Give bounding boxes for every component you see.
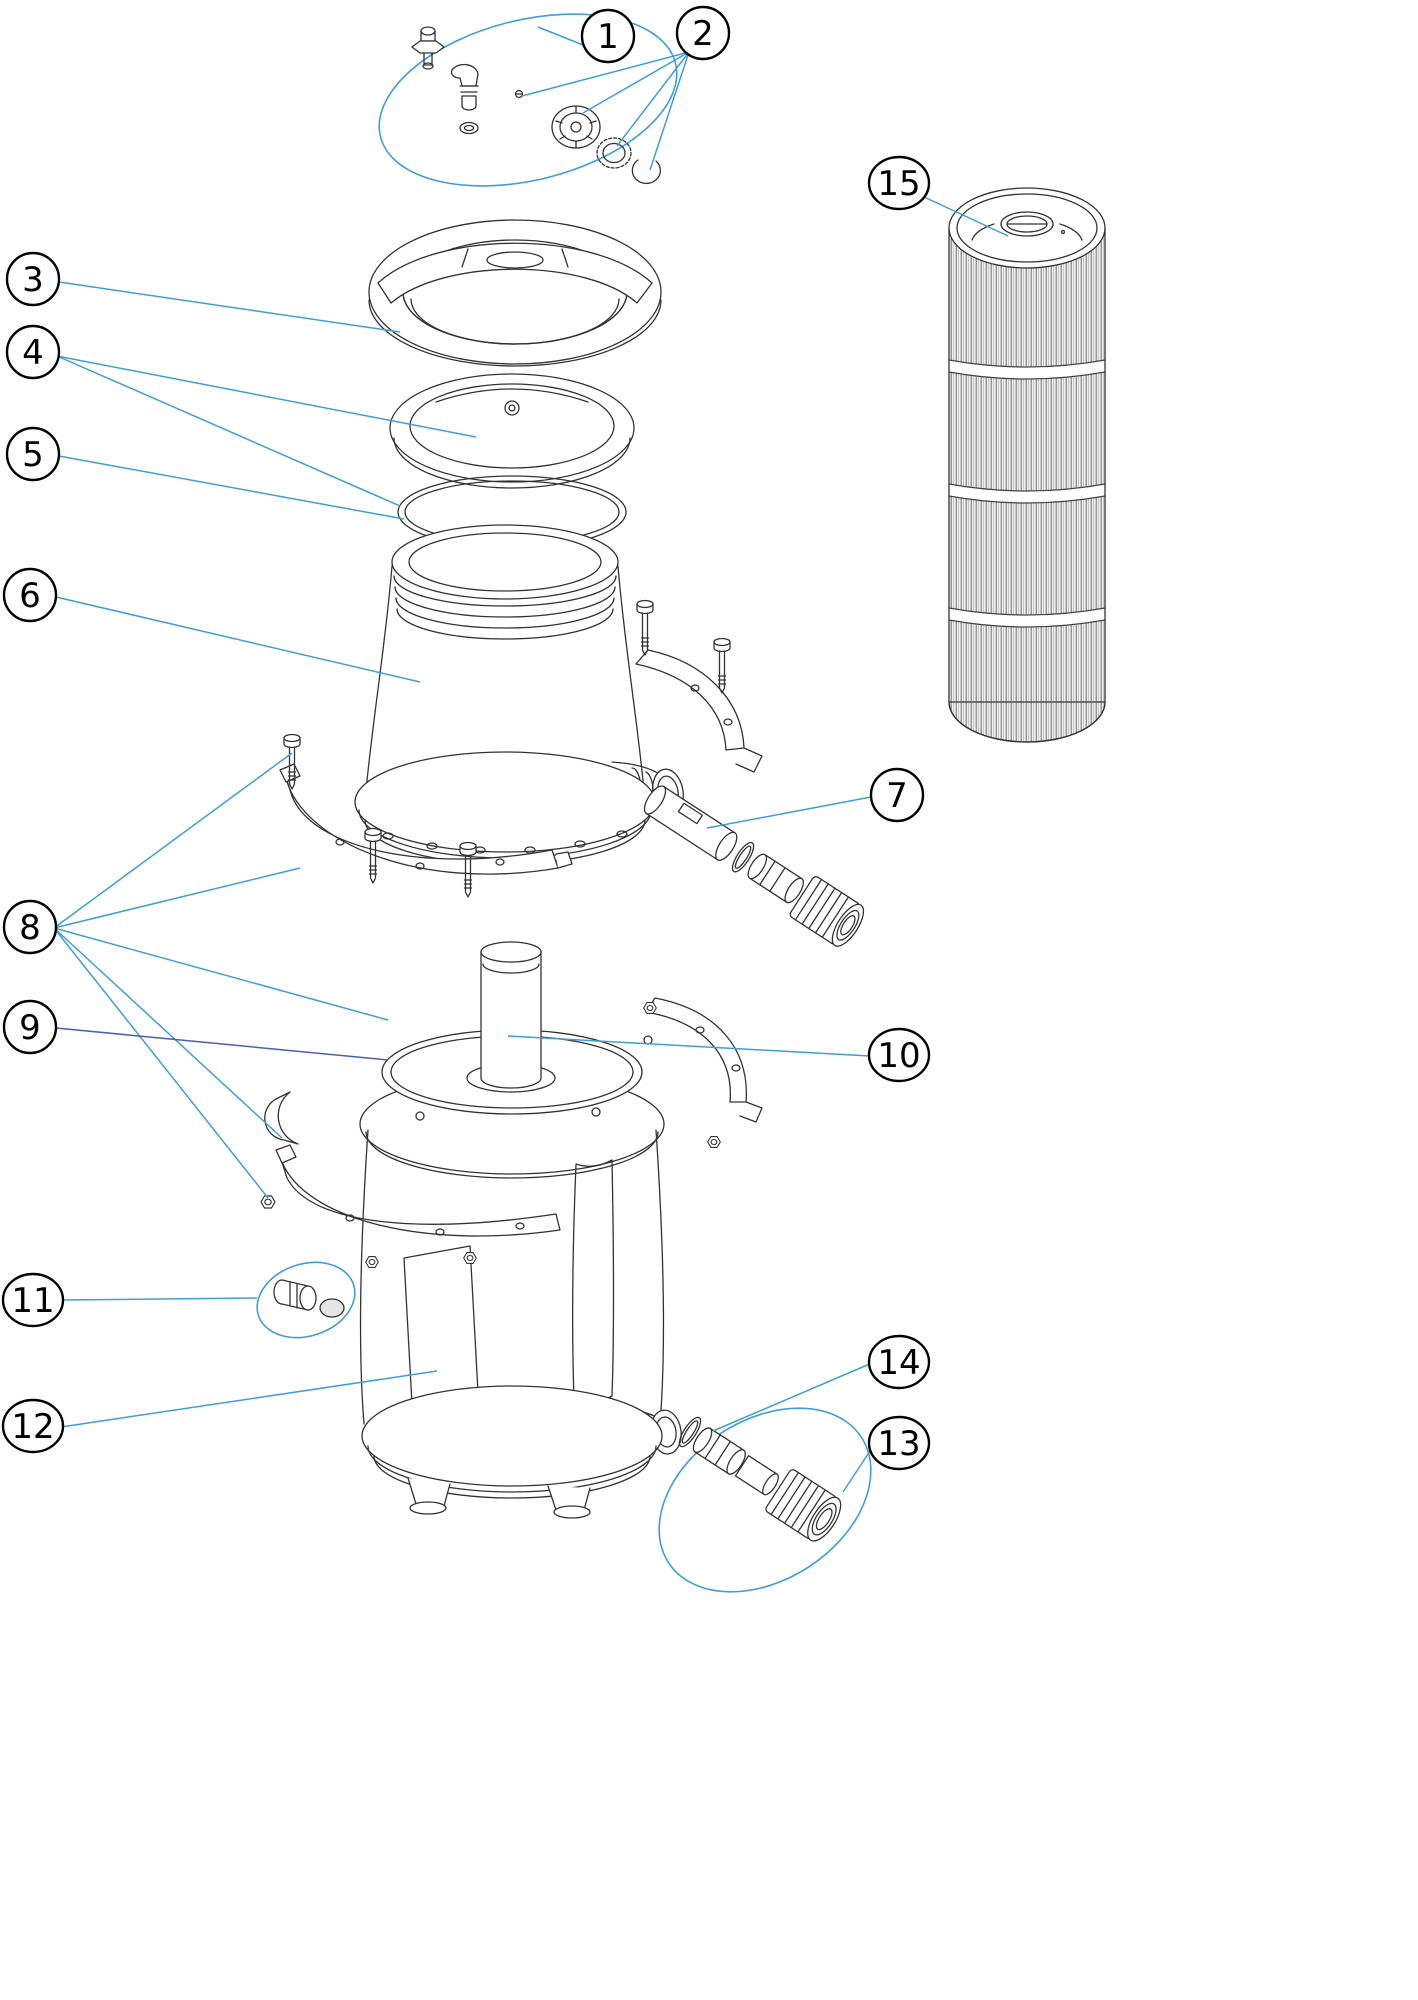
part-lock-ring bbox=[368, 219, 662, 367]
leader-lines bbox=[53, 26, 1009, 1493]
part-standpipe bbox=[480, 941, 542, 1089]
lock-ring-small bbox=[596, 137, 632, 169]
part-lower-tank bbox=[359, 941, 682, 1519]
callout-14: 14 bbox=[867, 1334, 931, 1390]
svg-text:13: 13 bbox=[877, 1424, 920, 1464]
gauge-cap bbox=[551, 105, 601, 149]
callout-1: 1 bbox=[580, 8, 636, 64]
svg-text:1: 1 bbox=[597, 17, 619, 57]
svg-text:15: 15 bbox=[877, 164, 920, 204]
part-clamp-lower-front bbox=[260, 1002, 721, 1237]
washer bbox=[459, 121, 479, 135]
svg-text:12: 12 bbox=[11, 1407, 54, 1447]
svg-text:7: 7 bbox=[886, 776, 908, 816]
callout-11: 11 bbox=[1, 1272, 65, 1328]
svg-text:6: 6 bbox=[19, 576, 41, 616]
air-valve bbox=[411, 26, 445, 70]
callout-2: 2 bbox=[675, 5, 731, 61]
callout-7: 7 bbox=[869, 767, 925, 823]
svg-text:14: 14 bbox=[877, 1343, 920, 1383]
callout-5: 5 bbox=[5, 426, 61, 482]
callouts: 1 2 3 4 5 6 7 8 bbox=[1, 5, 931, 1471]
callout-9: 9 bbox=[2, 999, 58, 1055]
part-union-hose bbox=[643, 785, 865, 947]
callout-15: 15 bbox=[867, 155, 931, 211]
svg-text:9: 9 bbox=[19, 1008, 41, 1048]
part-cartridge bbox=[948, 187, 1106, 743]
part-top-fittings-group bbox=[378, 13, 678, 187]
svg-text:11: 11 bbox=[11, 1281, 54, 1321]
part-clamp-right-upper bbox=[635, 649, 763, 773]
callout-12: 12 bbox=[1, 1398, 65, 1454]
small-screw bbox=[514, 89, 524, 99]
callout-10: 10 bbox=[867, 1027, 931, 1083]
svg-text:8: 8 bbox=[19, 908, 41, 948]
svg-text:2: 2 bbox=[692, 14, 714, 54]
svg-text:5: 5 bbox=[22, 435, 44, 475]
svg-text:4: 4 bbox=[22, 333, 44, 373]
clamp-hook bbox=[264, 1091, 299, 1145]
callout-8: 8 bbox=[2, 899, 58, 955]
part-bottom-union-group bbox=[658, 1407, 872, 1593]
callout-3: 3 bbox=[5, 251, 61, 307]
part-drain-plug-group bbox=[256, 1261, 356, 1339]
c-clip bbox=[631, 159, 661, 185]
callout-4: 4 bbox=[5, 324, 61, 380]
callout-6: 6 bbox=[2, 567, 58, 623]
svg-text:10: 10 bbox=[877, 1036, 920, 1076]
svg-text:3: 3 bbox=[22, 260, 44, 300]
part-lid bbox=[389, 373, 635, 489]
elbow-fitting bbox=[450, 63, 479, 111]
callout-13: 13 bbox=[867, 1415, 931, 1471]
